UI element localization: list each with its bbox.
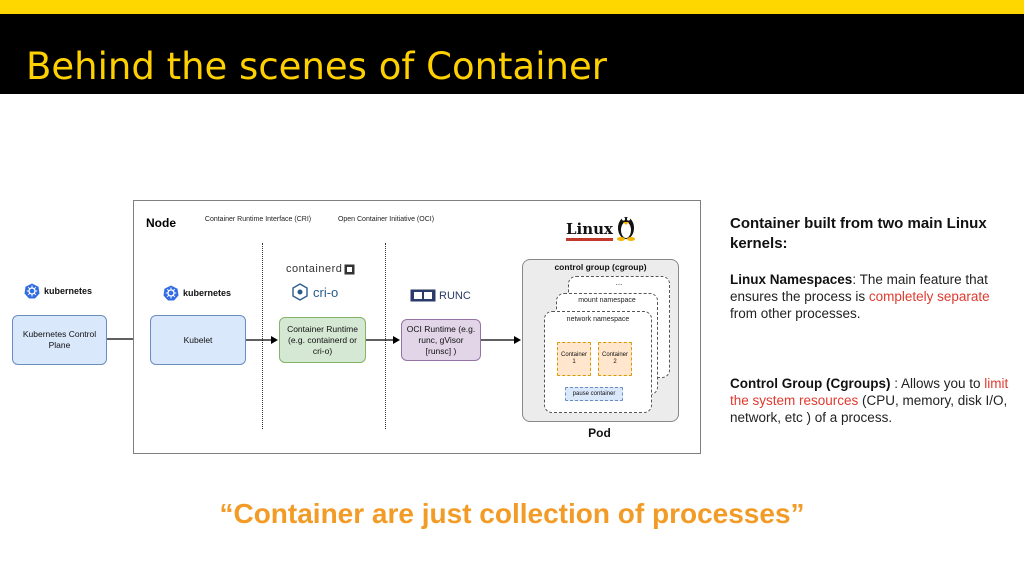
container-runtime-box: Container Runtime (e.g. containerd or cr… [279, 317, 366, 363]
side-heading: Container built from two main Linux kern… [730, 215, 987, 252]
node-label: Node [146, 216, 176, 230]
title-bar: Behind the scenes of Container [0, 14, 1024, 94]
kubernetes-logo-left: kubernetes [24, 283, 92, 299]
cri-divider [262, 243, 263, 429]
network-namespace-label: network namespace [566, 316, 630, 323]
runc-icon [410, 289, 436, 302]
linux-logo: Linux [566, 211, 637, 241]
linux-logo-text: Linux [566, 221, 613, 241]
kubelet-box: Kubelet [150, 315, 246, 365]
oci-label: Open Container Initiative (OCI) [337, 216, 435, 223]
containerd-logo: containerd [286, 263, 355, 275]
top-accent-bar [0, 0, 1024, 14]
arrow-kubelet-to-runtime [246, 336, 278, 344]
runc-logo-text: RUNC [439, 289, 471, 302]
cgroups-text-post: (CPU, memory, disk I/O, network, etc ) o… [730, 393, 1008, 425]
containerd-logo-text: containerd [286, 263, 343, 275]
page-title: Behind the scenes of Container [26, 45, 607, 88]
cgroups-text-pre: : Allows you to [890, 376, 985, 391]
mount-namespace-label: mount namespace [578, 297, 636, 304]
arrow-runtime-to-oci [366, 336, 400, 344]
oci-runtime-box: OCI Runtime (e.g. runc, gVisor [runsc] ) [401, 319, 481, 361]
kubernetes-icon [163, 285, 179, 301]
kubernetes-logo-node: kubernetes [163, 285, 231, 301]
namespace-stack-ellipsis: ... [615, 278, 623, 287]
cri-label: Container Runtime Interface (CRI) [204, 216, 312, 223]
node-diagram: Node Container Runtime Interface (CRI) O… [133, 200, 701, 454]
crio-logo: cri-o [291, 283, 338, 301]
tux-penguin-icon [617, 217, 635, 241]
network-namespace-box: network namespace Container 1 Container … [544, 311, 652, 413]
pause-container-box: pause container [565, 387, 623, 401]
namespaces-paragraph: Linux Namespaces: The main feature that … [730, 271, 1015, 322]
kubernetes-icon [24, 283, 40, 299]
containerd-box-icon [344, 264, 355, 274]
kubernetes-logo-text: kubernetes [44, 286, 93, 296]
cgroup-box: control group (cgroup) ... mount namespa… [522, 259, 679, 422]
crio-logo-text: cri-o [313, 284, 339, 300]
arrow-oci-to-pod [481, 336, 521, 344]
runc-logo: RUNC [410, 289, 471, 302]
container-1-box: Container 1 [557, 342, 591, 376]
cgroup-label: control group (cgroup) [554, 262, 647, 272]
crio-icon [292, 283, 308, 301]
quote-text: “Container are just collection of proces… [219, 498, 805, 529]
namespaces-text-post: from other processes. [730, 306, 861, 321]
pod-label: Pod [588, 426, 611, 440]
namespaces-term: Linux Namespaces [730, 272, 853, 287]
namespaces-highlight: completely separate [868, 289, 990, 304]
cgroups-paragraph: Control Group (Cgroups) : Allows you to … [730, 375, 1015, 426]
cgroups-term: Control Group (Cgroups) [730, 376, 891, 391]
control-plane-box: Kubernetes Control Plane [12, 315, 107, 365]
cgroups-highlight: limit the system resources [730, 376, 1009, 408]
namespaces-text-pre: : The main feature that ensures the proc… [730, 272, 988, 304]
oci-divider [385, 243, 386, 429]
kubernetes-logo-text: kubernetes [183, 288, 232, 298]
container-2-box: Container 2 [598, 342, 632, 376]
